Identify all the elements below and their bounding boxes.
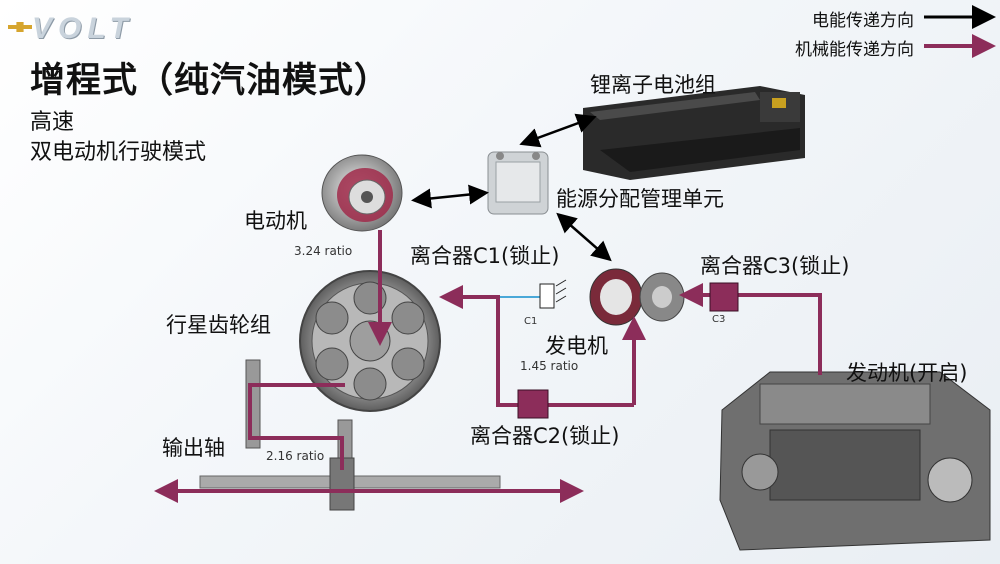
- engine-image: [719, 371, 991, 551]
- c1-small-label: C1: [524, 316, 538, 327]
- clutch-c3-label: 离合器C3(锁止): [700, 254, 850, 278]
- subtitle-speed: 高速: [30, 110, 75, 135]
- arrow-pdu-motor: [411, 184, 489, 209]
- brand-logo: VOLT: [32, 12, 134, 45]
- planetary-gear-image: [299, 270, 441, 412]
- clutch-c2-box: [517, 389, 549, 419]
- page-title: 增程式（纯汽油模式）: [30, 61, 391, 101]
- power-distribution-unit-image: [487, 151, 549, 215]
- generator-label: 发电机: [545, 334, 608, 358]
- mech-engine-path: [679, 283, 822, 375]
- arrow-pdu-generator: [556, 212, 612, 262]
- output-ratio: 2.16 ratio: [266, 449, 325, 463]
- legend-electric-label: 电能传递方向: [812, 11, 914, 31]
- arrow-battery-pdu: [519, 113, 597, 148]
- generator-ratio: 1.45 ratio: [520, 359, 579, 373]
- clutch-c2-label: 离合器C2(锁止): [470, 424, 620, 448]
- legend-mechanical-label: 机械能传递方向: [795, 40, 914, 60]
- c3-small-label: C3: [712, 314, 726, 325]
- chevrolet-logo-icon: [8, 22, 32, 32]
- motor-ratio: 3.24 ratio: [294, 244, 353, 258]
- mech-planet-to-output: [248, 383, 345, 470]
- clutch-c3-box: [709, 282, 739, 312]
- clutch-c1-label: 离合器C1(锁止): [410, 244, 560, 268]
- generator-image: [589, 268, 685, 326]
- battery-pack-image: [583, 86, 805, 180]
- motor-image: [321, 154, 403, 232]
- mech-c2-path: [439, 285, 634, 407]
- motor-label: 电动机: [244, 209, 307, 233]
- engine-label: 发动机(开启): [846, 361, 968, 385]
- planetary-label: 行星齿轮组: [166, 313, 271, 337]
- subtitle-mode: 双电动机行驶模式: [30, 140, 207, 165]
- pdu-label: 能源分配管理单元: [556, 187, 724, 211]
- battery-label: 锂离子电池组: [590, 73, 716, 97]
- output-shaft-label: 输出轴: [162, 436, 225, 460]
